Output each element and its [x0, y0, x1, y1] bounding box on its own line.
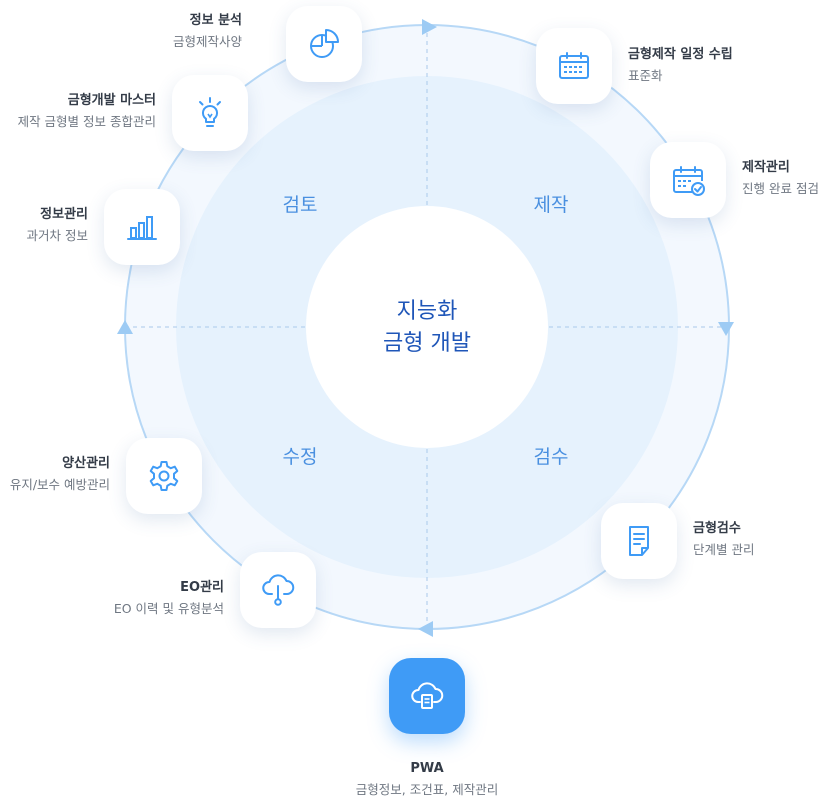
label-mold-master: 금형개발 마스터 제작 금형별 정보 종합관리: [18, 92, 156, 131]
quadrant-review: 검토: [282, 194, 318, 216]
pie-chart-icon: [310, 29, 339, 58]
label-inspection: 금형검수 단계별 관리: [693, 520, 754, 559]
subtitle-production: 진행 완료 점검: [742, 181, 819, 196]
subtitle-schedule: 표준화: [628, 68, 663, 83]
title-mold-master: 금형개발 마스터: [67, 93, 156, 108]
node-eo[interactable]: [240, 552, 316, 628]
label-production: 제작관리 진행 완료 점검: [742, 159, 819, 198]
subtitle-info-manage: 과거차 정보: [26, 228, 88, 243]
node-mass-production[interactable]: [126, 438, 202, 514]
title-info-manage: 정보관리: [40, 207, 88, 222]
arrow-top: [422, 19, 437, 35]
subtitle-mass-production: 유지/보수 예방관리: [9, 477, 110, 492]
label-schedule: 금형제작 일정 수립 표준화: [628, 46, 733, 85]
center-line-2: 금형 개발: [383, 331, 471, 356]
quadrant-revision: 수정: [282, 446, 318, 468]
subtitle-pwa: 금형정보, 조건표, 제작관리: [355, 782, 499, 797]
gear-icon: [149, 461, 179, 491]
subtitle-mold-master: 제작 금형별 정보 종합관리: [17, 114, 156, 129]
node-mold-master[interactable]: [172, 75, 248, 151]
title-production: 제작관리: [742, 160, 790, 175]
node-inspection[interactable]: [601, 503, 677, 579]
quadrant-production: 제작: [533, 194, 569, 216]
title-inspection: 금형검수: [693, 521, 741, 536]
title-schedule: 금형제작 일정 수립: [628, 47, 733, 62]
cloud-document-icon: [411, 682, 444, 709]
calendar-icon: [559, 52, 589, 79]
node-schedule[interactable]: [536, 28, 612, 104]
label-eo: EO관리 EO 이력 및 유형분석: [114, 579, 224, 618]
node-info-analysis[interactable]: [286, 6, 362, 82]
title-eo: EO관리: [180, 580, 224, 595]
arrow-left: [117, 320, 133, 334]
title-mass-production: 양산관리: [62, 456, 110, 471]
calendar-check-icon: [673, 166, 705, 196]
arrow-right: [718, 322, 734, 336]
label-info-manage: 정보관리 과거차 정보: [27, 206, 88, 245]
label-mass-production: 양산관리 유지/보수 예방관리: [10, 455, 110, 494]
document-icon: [629, 526, 649, 556]
label-info-analysis: 정보 분석 금형제작사양: [173, 12, 242, 51]
center-title: 지능화 금형 개발: [307, 296, 547, 360]
lightbulb-icon: [199, 97, 221, 127]
title-pwa: PWA: [410, 761, 444, 776]
subtitle-inspection: 단계별 관리: [693, 542, 755, 557]
bar-chart-icon: [127, 216, 157, 240]
cloud-download-icon: [262, 574, 295, 606]
node-production[interactable]: [650, 142, 726, 218]
center-disc: [306, 206, 548, 448]
subtitle-info-analysis: 금형제작사양: [172, 34, 242, 49]
label-pwa: PWA 금형정보, 조건표, 제작관리: [327, 760, 527, 799]
center-line-1: 지능화: [396, 299, 458, 324]
node-pwa[interactable]: [389, 658, 465, 734]
title-info-analysis: 정보 분석: [189, 13, 242, 28]
node-info-manage[interactable]: [104, 189, 180, 265]
subtitle-eo: EO 이력 및 유형분석: [113, 601, 224, 616]
quadrant-inspection: 검수: [533, 446, 569, 468]
arrow-bottom: [418, 621, 433, 637]
